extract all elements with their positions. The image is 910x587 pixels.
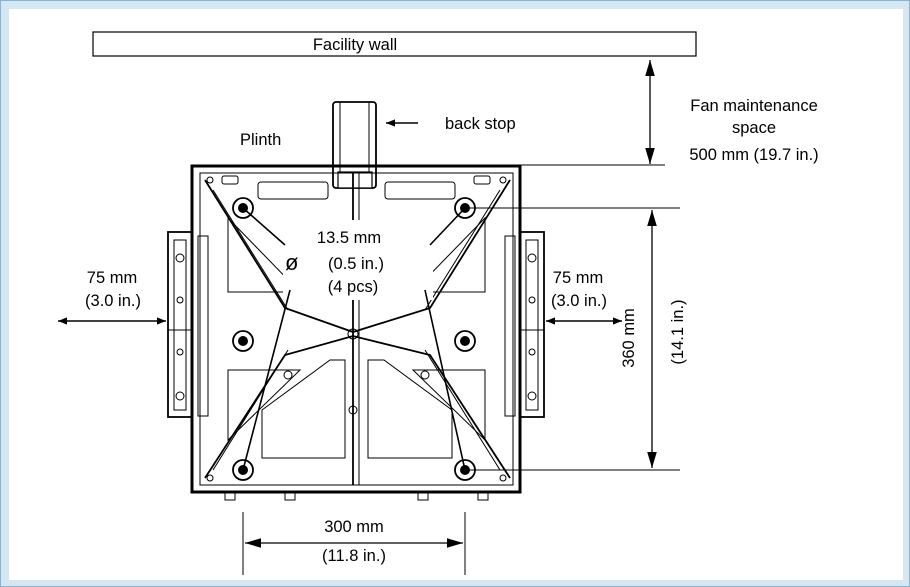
right-clearance-in: (3.0 in.) xyxy=(551,292,607,310)
plinth-body xyxy=(167,164,545,501)
diameter-symbol: ø xyxy=(285,250,298,275)
hole-leader-lines xyxy=(242,207,466,471)
facility-wall-label: Facility wall xyxy=(313,36,397,54)
plinth-label: Plinth xyxy=(240,131,281,149)
right-clearance-mm: 75 mm xyxy=(553,269,603,287)
back-stop-label: back stop xyxy=(445,115,516,133)
back-stop xyxy=(332,101,377,189)
hole-diameter-inches-label: (0.5 in.) xyxy=(328,255,384,273)
depth-mm-label: 360 mm xyxy=(620,308,638,368)
width-dimension xyxy=(242,512,466,575)
depth-dimension xyxy=(465,207,680,471)
fan-maintenance-label-line2: space xyxy=(732,119,776,137)
fan-maintenance-label-line3: 500 mm (19.7 in.) xyxy=(689,146,818,164)
width-in-label: (11.8 in.) xyxy=(322,547,386,565)
facility-wall-box xyxy=(92,31,697,57)
left-clearance-in: (3.0 in.) xyxy=(85,292,141,310)
fan-maintenance-label-line1: Fan maintenance xyxy=(690,97,818,115)
left-clearance-mm: 75 mm xyxy=(87,269,137,287)
anchor-hole-mid-right xyxy=(454,330,476,352)
hole-label-background xyxy=(283,220,433,300)
hole-count-label: (4 pcs) xyxy=(328,278,378,296)
depth-in-label: (14.1 in.) xyxy=(669,299,687,364)
fan-maintenance-dimension xyxy=(520,60,665,166)
anchor-hole-mid-left xyxy=(232,330,254,352)
hole-size-label: 13.5 mm xyxy=(317,229,381,247)
width-mm-label: 300 mm xyxy=(324,518,384,536)
